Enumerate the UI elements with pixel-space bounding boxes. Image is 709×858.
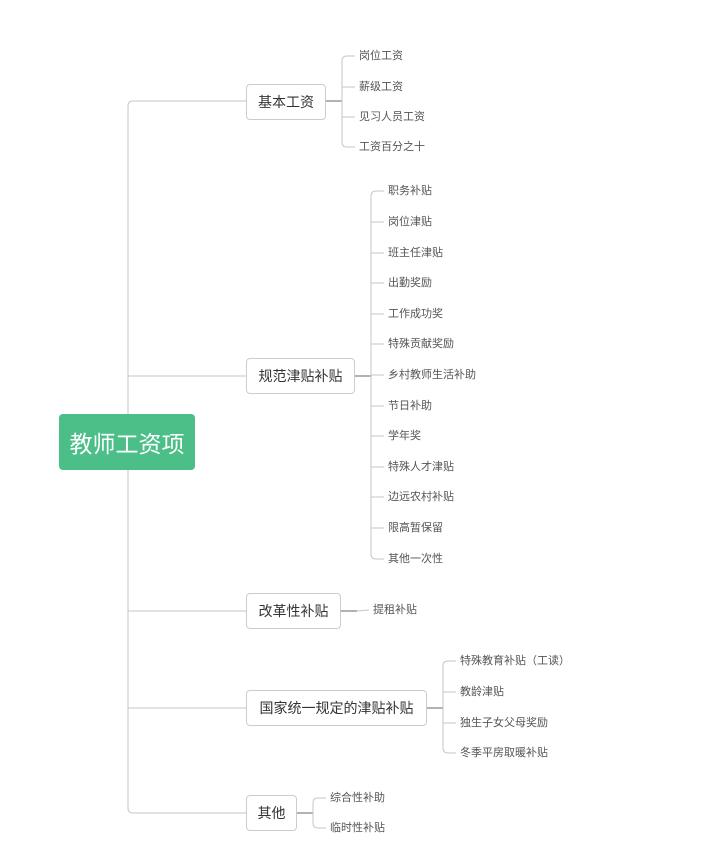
leaf-connector (312, 797, 326, 804)
leaf-node[interactable]: 见习人员工资 (359, 110, 425, 123)
leaf-node[interactable]: 学年奖 (388, 429, 421, 442)
leaf-node[interactable]: 边远农村补贴 (388, 490, 454, 503)
leaf-node[interactable]: 特殊教育补贴（工读） (460, 654, 570, 667)
leaf-node[interactable]: 独生子女父母奖励 (460, 716, 548, 729)
leaf-node[interactable]: 班主任津贴 (388, 246, 443, 259)
branch-node-other[interactable]: 其他 (246, 795, 297, 831)
branch-node-reform-allowances[interactable]: 改革性补贴 (246, 593, 341, 629)
leaf-node[interactable]: 提租补贴 (373, 603, 417, 616)
branch-connector (127, 100, 246, 107)
leaf-node[interactable]: 特殊贡献奖励 (388, 337, 454, 350)
branch-node-national-allowances[interactable]: 国家统一规定的津贴补贴 (246, 690, 427, 726)
leaf-node[interactable]: 岗位津贴 (388, 215, 432, 228)
branch-node-standard-allowances[interactable]: 规范津贴补贴 (246, 358, 355, 394)
leaf-node[interactable]: 节日补助 (388, 399, 432, 412)
leaf-connector (356, 609, 370, 612)
leaf-connector (341, 141, 355, 148)
leaf-node[interactable]: 职务补贴 (388, 184, 432, 197)
leaf-node[interactable]: 教龄津贴 (460, 685, 504, 698)
leaf-node[interactable]: 工资百分之十 (359, 140, 425, 153)
leaf-node[interactable]: 其他一次性 (388, 552, 443, 565)
branch-connector (127, 807, 246, 814)
leaf-connector (442, 660, 456, 667)
leaf-connector (341, 55, 355, 62)
leaf-connector (370, 553, 384, 560)
branch-node-basic-salary[interactable]: 基本工资 (246, 84, 326, 120)
leaf-node[interactable]: 综合性补助 (330, 791, 385, 804)
leaf-node[interactable]: 薪级工资 (359, 80, 403, 93)
leaf-node[interactable]: 限高暂保留 (388, 521, 443, 534)
leaf-connector (370, 190, 384, 197)
leaf-node[interactable]: 出勤奖励 (388, 276, 432, 289)
leaf-connector (312, 822, 326, 829)
root-node[interactable]: 教师工资项 (59, 414, 195, 470)
leaf-node[interactable]: 岗位工资 (359, 49, 403, 62)
leaf-node[interactable]: 工作成功奖 (388, 307, 443, 320)
leaf-node[interactable]: 临时性补贴 (330, 821, 385, 834)
leaf-node[interactable]: 特殊人才津贴 (388, 460, 454, 473)
leaf-node[interactable]: 乡村教师生活补助 (388, 368, 476, 381)
leaf-connector (442, 747, 456, 754)
leaf-node[interactable]: 冬季平房取暖补贴 (460, 746, 548, 759)
